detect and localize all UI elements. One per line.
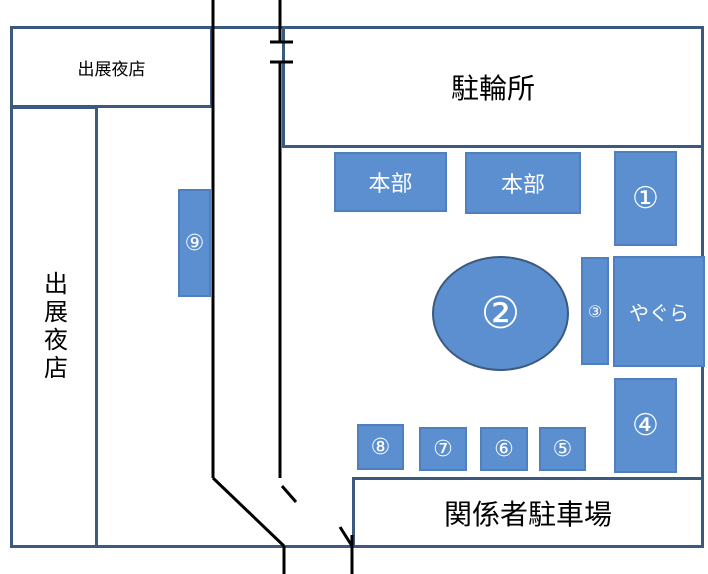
booth-3-label: ③ bbox=[587, 301, 603, 321]
exhibition-stall-top-label: 出展夜店 bbox=[77, 59, 146, 80]
booth-9-label: ⑨ bbox=[184, 230, 205, 256]
exhibition-stall-left-label: 出展夜店 bbox=[39, 271, 68, 383]
booth-2: ② bbox=[432, 256, 569, 371]
booth-5-label: ⑤ bbox=[552, 436, 573, 462]
booth-4: ④ bbox=[614, 378, 677, 473]
bike-parking: 駐輪所 bbox=[282, 26, 704, 148]
yagura-tower: やぐら bbox=[613, 256, 705, 367]
exhibition-stall-left: 出展夜店 bbox=[10, 106, 98, 548]
bike-parking-label: 駐輪所 bbox=[450, 72, 535, 105]
booth-4-label: ④ bbox=[632, 408, 659, 443]
booth-6-label: ⑥ bbox=[494, 436, 514, 462]
headquarters-booth-2-label: 本部 bbox=[500, 173, 545, 198]
road-right-edge-lower bbox=[338, 526, 354, 547]
booth-1-label: ① bbox=[632, 181, 659, 216]
yagura-tower-label: やぐら bbox=[629, 301, 689, 325]
booth-2-label: ② bbox=[480, 288, 521, 339]
booth-3: ③ bbox=[581, 257, 609, 365]
road-right-edge-stub bbox=[280, 485, 298, 503]
booth-7: ⑦ bbox=[419, 427, 467, 471]
booth-7-label: ⑦ bbox=[433, 436, 453, 462]
headquarters-booth-1: 本部 bbox=[334, 152, 447, 212]
booth-6: ⑥ bbox=[480, 427, 528, 471]
staff-parking: 関係者駐車場 bbox=[352, 477, 704, 548]
headquarters-booth-1-label: 本部 bbox=[368, 172, 413, 197]
headquarters-booth-2: 本部 bbox=[465, 152, 581, 214]
exhibition-stall-top: 出展夜店 bbox=[10, 26, 213, 108]
staff-parking-label: 関係者駐車場 bbox=[443, 497, 612, 531]
road-left-edge-diagonal bbox=[211, 476, 286, 548]
booth-8: ⑧ bbox=[357, 424, 404, 470]
booth-1: ① bbox=[614, 151, 677, 246]
booth-5: ⑤ bbox=[539, 427, 586, 471]
booth-8-label: ⑧ bbox=[370, 434, 391, 460]
booth-9: ⑨ bbox=[178, 189, 211, 297]
